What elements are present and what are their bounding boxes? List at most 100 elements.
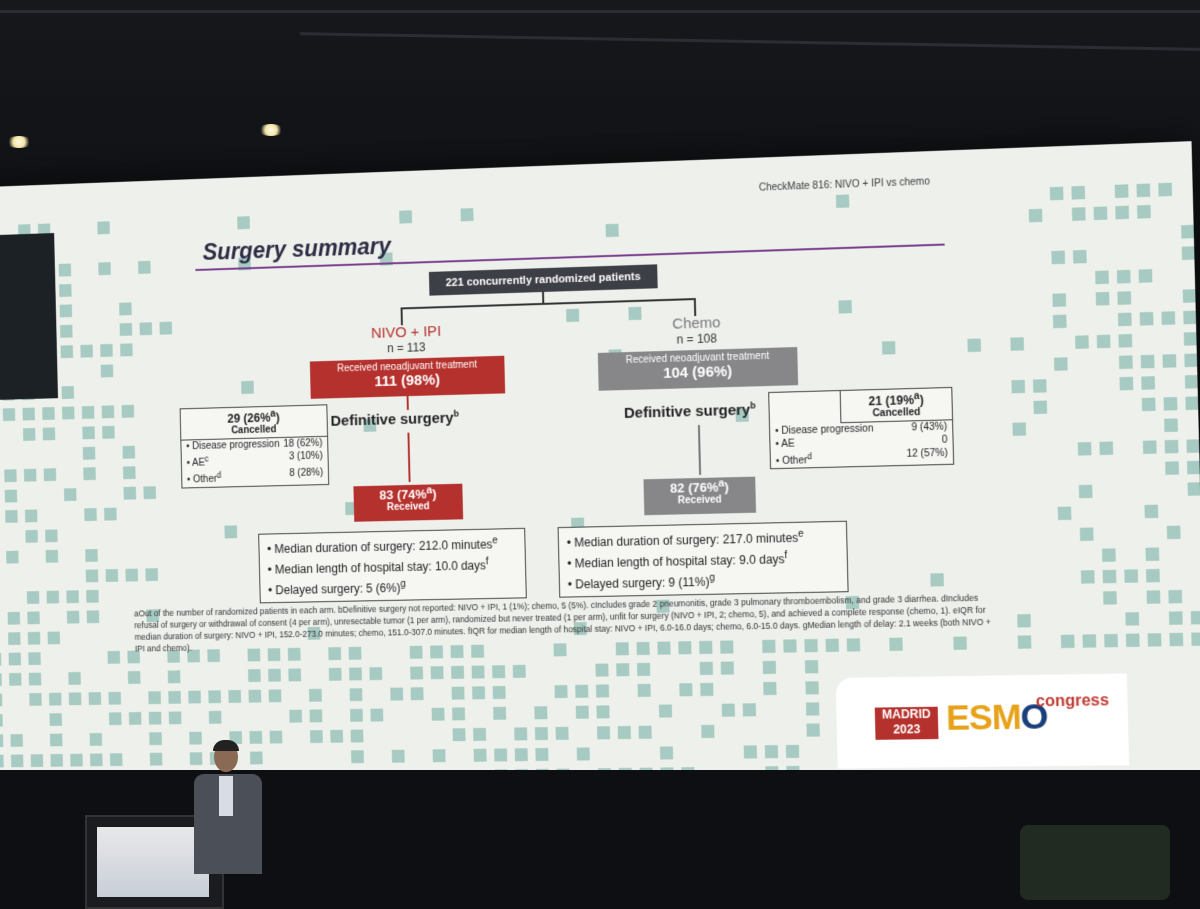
grid-square: [1141, 376, 1156, 390]
grid-square: [47, 631, 61, 645]
grid-square: [1166, 525, 1181, 540]
grid-square: [125, 568, 139, 582]
grid-square: [86, 589, 99, 603]
received-value: 82 (76%: [669, 479, 719, 496]
grid-square: [721, 703, 735, 717]
grid-square: [101, 405, 115, 419]
reason-value: 12 (57%): [906, 447, 948, 460]
grid-square: [98, 262, 111, 276]
grid-square: [1181, 246, 1196, 260]
grid-square: [399, 210, 413, 224]
grid-square: [1032, 379, 1047, 393]
grid-square: [1052, 293, 1067, 307]
grid-square: [1139, 311, 1154, 326]
reason-label-text: • Other: [186, 474, 218, 487]
grid-square: [720, 661, 734, 675]
logo-city: MADRID: [881, 706, 931, 722]
grid-square: [1187, 482, 1200, 496]
grid-square: [638, 725, 652, 739]
grid-square: [30, 754, 44, 768]
grid-square: [46, 590, 60, 604]
cancelled-label: Cancelled: [872, 406, 921, 420]
grid-square: [350, 708, 363, 722]
grid-square: [1140, 354, 1155, 369]
grid-square: [102, 425, 115, 439]
stat-line: • Delayed surgery: 5 (6%)g: [268, 574, 518, 600]
grid-square: [68, 672, 81, 685]
grid-square: [534, 706, 548, 720]
grid-square: [1119, 376, 1134, 391]
grid-square: [1186, 439, 1200, 453]
grid-square: [8, 632, 21, 646]
grid-square: [208, 690, 222, 704]
grid-square: [576, 747, 590, 761]
grid-square: [6, 550, 19, 564]
projection-screen: CheckMate 816: NIVO + IPI vs chemo Surge…: [0, 141, 1200, 788]
grid-square: [1184, 353, 1199, 368]
grid-square: [1054, 357, 1068, 371]
connector: [400, 307, 403, 326]
grid-square: [0, 713, 3, 727]
grid-square: [534, 727, 548, 741]
grid-square: [2, 408, 16, 422]
grid-square: [24, 509, 38, 523]
grid-square: [66, 610, 80, 624]
reason-row: • Otherd 8 (28%): [182, 467, 328, 488]
grid-square: [1071, 207, 1086, 221]
reason-label: • Otherd: [187, 470, 222, 486]
grid-square: [930, 573, 944, 587]
grid-square: [128, 712, 142, 725]
grid-square: [1164, 439, 1179, 454]
reason-value: 9 (43%): [911, 421, 948, 434]
cancelled-value: 29 (26%: [227, 410, 271, 426]
grid-square: [1052, 314, 1067, 329]
grid-square: [7, 611, 21, 625]
grid-square: [494, 748, 508, 762]
grid-square: [492, 685, 506, 700]
grid-square: [224, 525, 238, 539]
grid-square: [0, 754, 4, 768]
grid-square: [1165, 461, 1180, 475]
stats-box-nivo: • Median duration of surgery: 212.0 minu…: [258, 527, 527, 604]
grid-square: [88, 692, 102, 705]
grid-square: [762, 660, 777, 675]
grid-square: [699, 661, 713, 676]
grid-square: [228, 690, 242, 703]
grid-square: [1163, 396, 1178, 411]
grid-square: [1124, 569, 1139, 583]
grid-square: [63, 488, 77, 502]
grid-square: [241, 380, 254, 394]
reason-value: 0: [941, 434, 948, 446]
grid-square: [1060, 634, 1075, 649]
ceiling-truss: [300, 32, 1200, 51]
grid-square: [1078, 484, 1093, 499]
grid-square: [1183, 332, 1198, 346]
reason-label-text: • AE: [186, 457, 205, 470]
grid-square: [1184, 374, 1199, 389]
grid-square: [1190, 610, 1200, 625]
grid-square: [1118, 355, 1133, 370]
footnote-mark: b: [750, 400, 756, 411]
grid-square: [514, 727, 528, 741]
grid-square: [473, 727, 487, 741]
grid-square: [143, 486, 157, 500]
grid-square: [1146, 568, 1160, 583]
grid-square: [48, 692, 62, 706]
grid-square: [85, 548, 98, 562]
grid-square: [27, 631, 41, 645]
grid-square: [554, 685, 568, 699]
grid-square: [123, 486, 137, 500]
grid-square: [237, 216, 250, 230]
grid-square: [370, 708, 384, 722]
grid-square: [701, 724, 715, 739]
stat-text: • Median length of hospital stay: 9.0 da…: [567, 552, 785, 571]
grid-square: [310, 730, 323, 744]
grid-square: [1169, 632, 1184, 647]
grid-square: [1011, 379, 1026, 394]
grid-square: [1080, 570, 1095, 584]
grid-square: [59, 283, 72, 298]
grid-square: [1103, 591, 1117, 605]
reason-value: 8 (28%): [289, 467, 324, 480]
grid-square: [1095, 270, 1109, 285]
reason-value: 18 (62%): [283, 437, 323, 450]
